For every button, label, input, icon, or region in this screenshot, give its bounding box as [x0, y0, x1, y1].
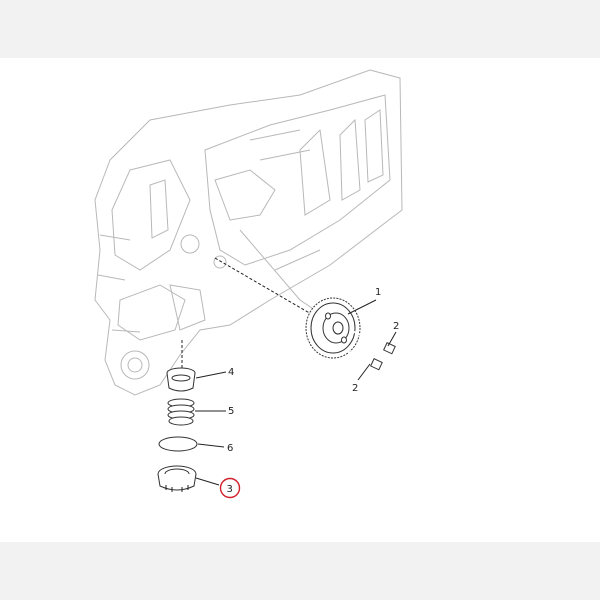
bolt-upper [349, 329, 396, 355]
leader-6 [197, 443, 225, 448]
leader-4 [195, 371, 227, 379]
leader-3 [195, 477, 220, 486]
leader-2-lower [357, 363, 371, 381]
crankcase-housing [94, 69, 403, 396]
leader-1 [347, 299, 377, 315]
callout-3-highlight-ring [219, 477, 241, 499]
oil-pump-gear [305, 297, 361, 359]
o-ring [158, 436, 198, 452]
leader-2-upper [387, 331, 397, 347]
spring [167, 398, 195, 426]
callout-4: 4 [228, 367, 234, 378]
callout-2-lower: 2 [352, 383, 358, 394]
strainer-cap [157, 465, 197, 492]
callout-1: 1 [375, 287, 381, 298]
callout-5: 5 [228, 406, 234, 417]
callout-3: 3 [227, 484, 233, 495]
callout-2-upper: 2 [393, 321, 399, 332]
axis-line-gear [214, 257, 319, 319]
filter-screen [166, 367, 196, 392]
callout-6: 6 [227, 443, 233, 454]
bolt-lower [344, 349, 383, 371]
